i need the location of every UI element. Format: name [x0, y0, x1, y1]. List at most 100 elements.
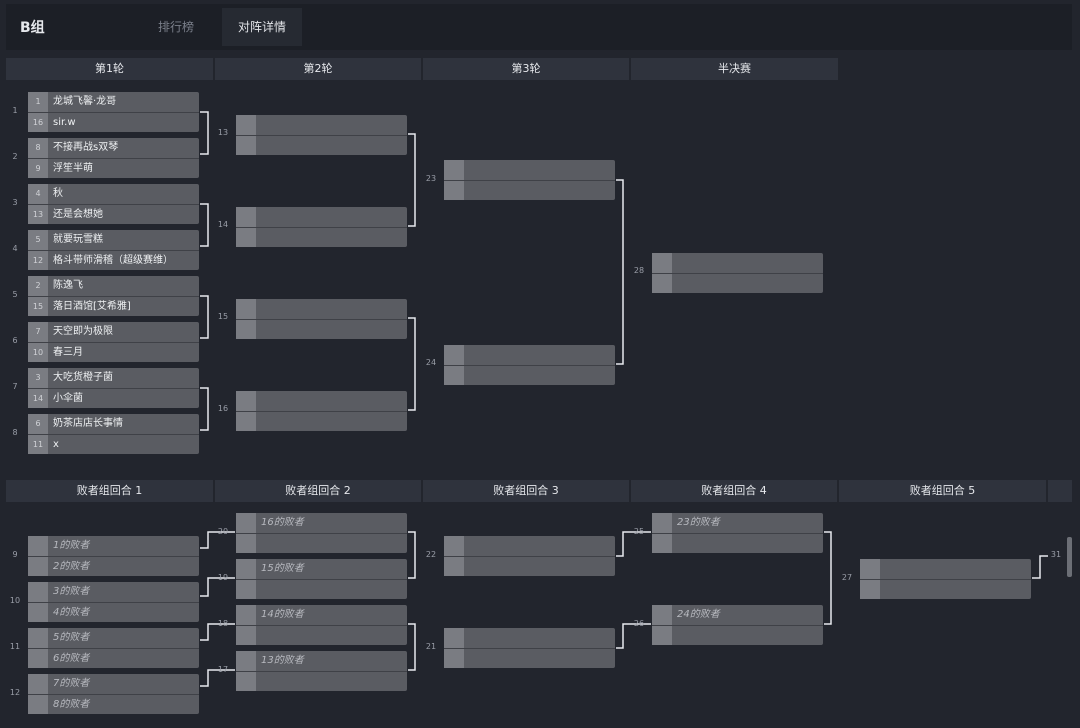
match-slot[interactable]: 6的败者	[28, 648, 199, 668]
match-slot[interactable]: 23的败者	[652, 513, 823, 533]
match-card[interactable]: 14的败者	[236, 605, 407, 645]
match-card[interactable]: 5的败者 6的败者	[28, 628, 199, 668]
match-slot[interactable]	[236, 299, 407, 319]
horizontal-scroll-handle[interactable]	[1067, 537, 1072, 577]
loser-placeholder: 3的败者	[53, 586, 90, 597]
match-card[interactable]	[444, 628, 615, 668]
match-card[interactable]	[236, 207, 407, 247]
match-slot[interactable]	[236, 135, 407, 155]
match-card[interactable]	[860, 559, 1031, 599]
match-slot[interactable]	[652, 625, 823, 645]
match-slot[interactable]	[444, 365, 615, 385]
match-card[interactable]	[444, 345, 615, 385]
match-slot[interactable]: 4的败者	[28, 602, 199, 622]
match-card[interactable]	[236, 391, 407, 431]
match-slot[interactable]	[236, 207, 407, 227]
seed-number	[236, 320, 256, 339]
match-slot[interactable]: 3的败者	[28, 582, 199, 602]
match-card[interactable]: 13的败者	[236, 651, 407, 691]
loser-placeholder: 14的败者	[261, 609, 304, 620]
match-card[interactable]: 1的败者 2的败者	[28, 536, 199, 576]
match-slot[interactable]: 16的败者	[236, 513, 407, 533]
match-slot[interactable]	[652, 253, 823, 273]
match-slot[interactable]	[444, 556, 615, 576]
match-card[interactable]: 15的败者	[236, 559, 407, 599]
match-slot[interactable]	[444, 345, 615, 365]
seed-number: 11	[28, 435, 48, 454]
match-slot[interactable]: 7的败者	[28, 674, 199, 694]
match-slot[interactable]: 1的败者	[28, 536, 199, 556]
loser-placeholder: 15的败者	[261, 563, 304, 574]
match-slot[interactable]	[236, 533, 407, 553]
tab-ranking[interactable]: 排行榜	[158, 20, 195, 34]
match-slot[interactable]	[444, 536, 615, 556]
match-card[interactable]: 3的败者 4的败者	[28, 582, 199, 622]
match-card[interactable]	[444, 160, 615, 200]
match-card[interactable]: 23的败者	[652, 513, 823, 553]
match-slot[interactable]: 14的败者	[236, 605, 407, 625]
match-number: 23	[425, 174, 437, 183]
match-slot[interactable]	[236, 227, 407, 247]
match-card[interactable]	[652, 253, 823, 293]
match-slot[interactable]	[236, 391, 407, 411]
match-slot[interactable]: 24的败者	[652, 605, 823, 625]
match-slot[interactable]	[652, 533, 823, 553]
player-name: sir.w	[53, 117, 76, 128]
match-slot[interactable]	[444, 180, 615, 200]
match-slot[interactable]: 2的败者	[28, 556, 199, 576]
match-slot[interactable]	[444, 160, 615, 180]
match-card[interactable]: 16的败者	[236, 513, 407, 553]
match-slot[interactable]: 5的败者	[28, 628, 199, 648]
match-slot[interactable]: 8的败者	[28, 694, 199, 714]
seed-number	[444, 628, 464, 648]
loser-placeholder: 4的败者	[53, 607, 90, 618]
match-slot[interactable]	[652, 273, 823, 293]
match-slot[interactable]	[860, 559, 1031, 579]
match-slot[interactable]	[236, 579, 407, 599]
match-slot[interactable]	[860, 579, 1031, 599]
match-slot[interactable]	[236, 671, 407, 691]
seed-number: 7	[28, 322, 48, 342]
match-slot[interactable]: 15的败者	[236, 559, 407, 579]
player-name: 不接再战s双琴	[53, 142, 119, 153]
match-card[interactable]: 24的败者	[652, 605, 823, 645]
seed-number	[236, 626, 256, 645]
match-card[interactable]	[444, 536, 615, 576]
match-slot[interactable]: 13的败者	[236, 651, 407, 671]
match-slot[interactable]	[236, 319, 407, 339]
match-slot[interactable]	[236, 115, 407, 135]
match-slot[interactable]	[444, 648, 615, 668]
match-card[interactable]	[236, 299, 407, 339]
seed-number	[236, 299, 256, 319]
match-card[interactable]	[236, 115, 407, 155]
match-slot[interactable]	[444, 628, 615, 648]
tab-bracket-detail[interactable]: 对阵详情	[222, 8, 303, 46]
match-slot[interactable]	[236, 411, 407, 431]
match-slot[interactable]	[236, 625, 407, 645]
match-card[interactable]: 7的败者 8的败者	[28, 674, 199, 714]
